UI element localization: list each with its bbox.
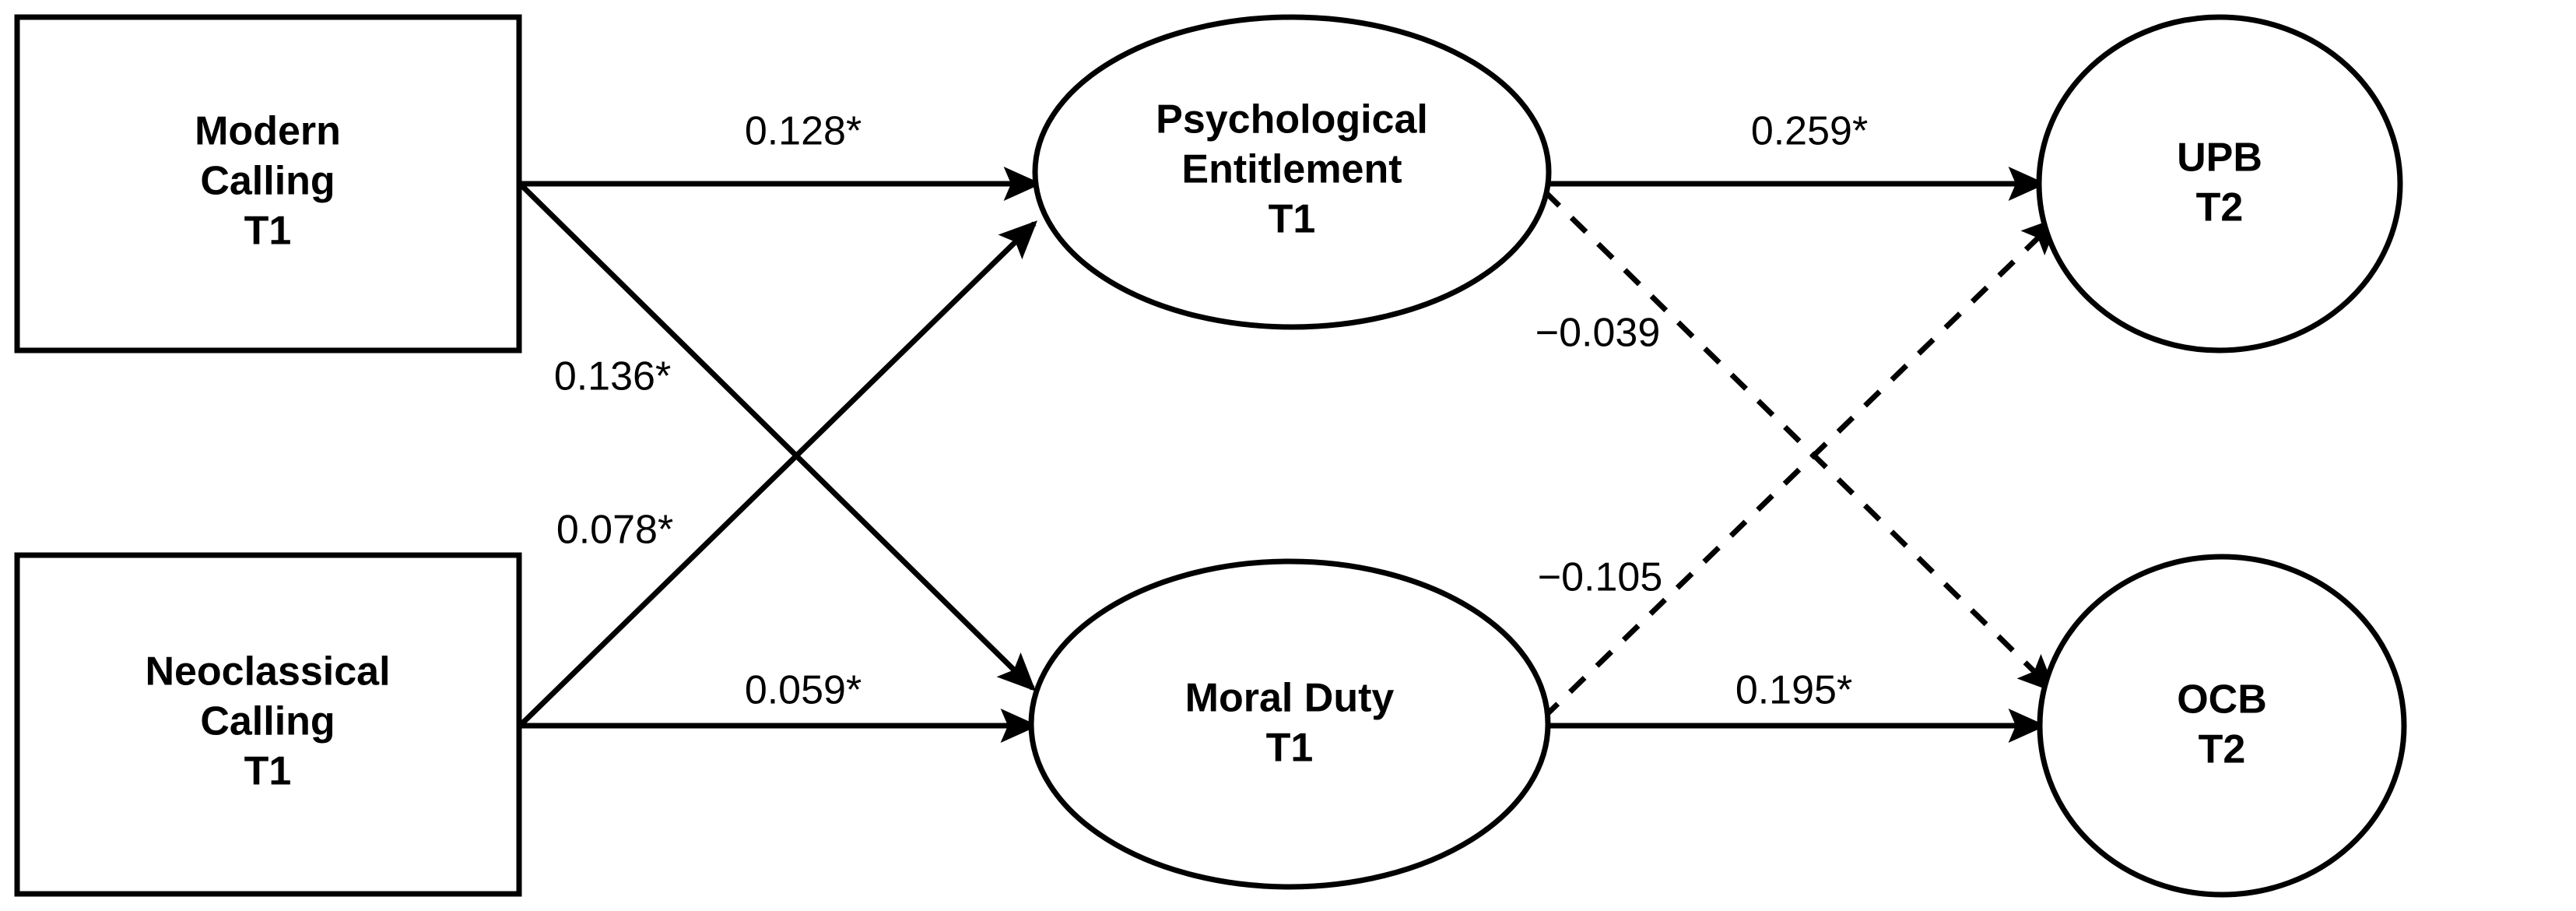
node-neoclassical-calling-line-3: T1 [244, 749, 292, 794]
node-ocb-ellipse [2037, 554, 2407, 898]
coefficient-label-entitlement-to-upb: 0.259* [1751, 109, 1868, 154]
coefficient-label-moral-duty-to-ocb: 0.195* [1735, 668, 1852, 713]
path-entitlement-to-ocb [1542, 189, 2056, 693]
node-ocb-line-2: T2 [2199, 727, 2246, 772]
node-moral-duty-line-1: Moral Duty [1185, 676, 1395, 721]
path-modern-to-moral-duty [518, 181, 1036, 691]
node-ocb-line-1: OCB [2177, 677, 2267, 723]
coefficient-label-neoclassical-to-entitlement: 0.078* [556, 508, 673, 553]
node-psychological-entitlement-line-1: Psychological [1156, 97, 1428, 142]
node-moral-duty-line-2: T1 [1266, 726, 1314, 771]
path-line-entitlement-to-ocb [1542, 189, 2056, 693]
path-moral-duty-to-upb [1541, 216, 2061, 720]
path-line-moral-duty-to-upb [1541, 216, 2061, 720]
node-upb-line-1: UPB [2177, 135, 2262, 181]
node-neoclassical-calling-box [14, 552, 522, 897]
coefficient-label-moral-duty-to-upb: −0.105 [1538, 555, 1663, 600]
node-upb-ellipse [2036, 14, 2403, 353]
node-upb[interactable]: UPB T2 [2036, 14, 2403, 353]
node-modern-calling-line-3: T1 [244, 209, 292, 254]
node-neoclassical-calling-line-1: Neoclassical [145, 649, 390, 695]
node-psychological-entitlement[interactable]: Psychological Entitlement T1 [1032, 14, 1552, 330]
node-moral-duty-ellipse [1028, 558, 1551, 890]
node-psychological-entitlement-line-2: Entitlement [1181, 147, 1402, 192]
coefficient-label-neoclassical-to-moral-duty: 0.059* [745, 668, 862, 713]
node-psychological-entitlement-line-3: T1 [1269, 197, 1316, 242]
path-line-modern-to-moral-duty [518, 181, 1036, 691]
node-modern-calling[interactable]: Modern Calling T1 [14, 14, 522, 353]
node-modern-calling-line-2: Calling [200, 159, 335, 204]
coefficient-label-modern-to-moral-duty: 0.136* [554, 354, 671, 399]
coefficient-label-entitlement-to-ocb: −0.039 [1535, 311, 1661, 356]
node-neoclassical-calling[interactable]: Neoclassical Calling T1 [14, 552, 522, 897]
node-psychological-entitlement-ellipse [1032, 14, 1552, 330]
node-modern-calling-box [14, 14, 522, 353]
node-ocb[interactable]: OCB T2 [2037, 554, 2407, 898]
node-neoclassical-calling-line-2: Calling [200, 699, 335, 744]
node-moral-duty[interactable]: Moral Duty T1 [1028, 558, 1551, 890]
coefficient-label-modern-to-entitlement: 0.128* [745, 109, 862, 154]
path-neoclassical-to-entitlement [518, 220, 1038, 728]
node-upb-line-2: T2 [2196, 185, 2244, 230]
node-modern-calling-line-1: Modern [195, 109, 341, 154]
path-line-neoclassical-to-entitlement [518, 220, 1038, 728]
